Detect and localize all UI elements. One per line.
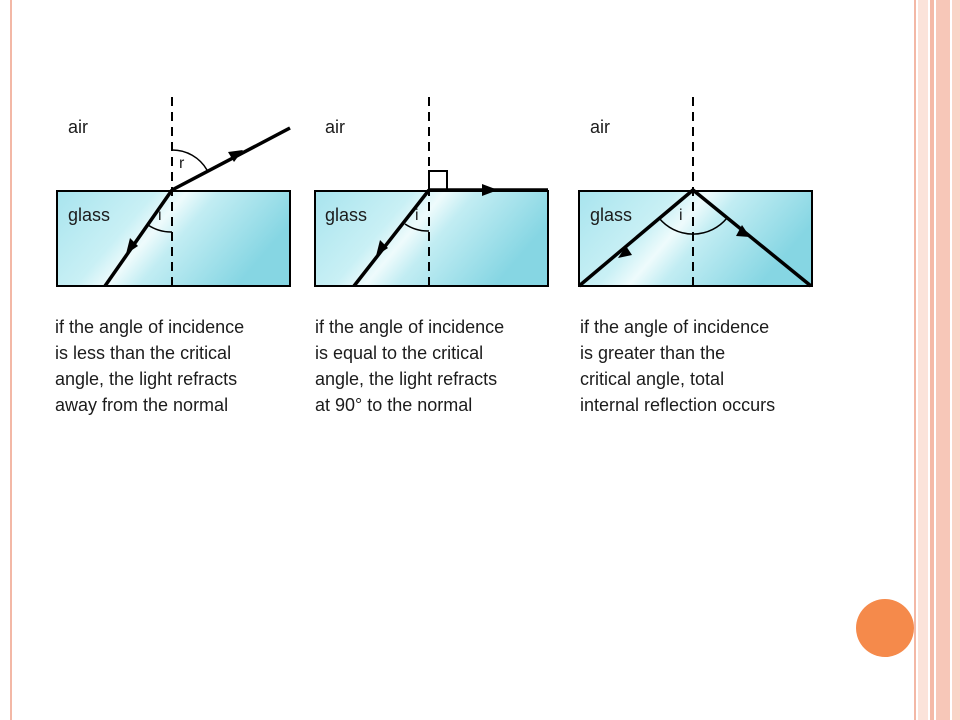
angle-i-arc (658, 217, 728, 235)
panel-greater-than-critical: air glass i (577, 97, 813, 288)
accent-circle (856, 599, 914, 657)
glass-label: glass (68, 205, 110, 225)
caption-line: at 90° to the normal (315, 395, 473, 415)
ray-arrow (618, 246, 632, 258)
reflected-ray (691, 188, 813, 288)
glass-block (314, 190, 549, 287)
ray-arrow (482, 184, 498, 196)
decor-stripe (930, 0, 934, 720)
caption-less-than-critical: if the angle of incidence is less than t… (55, 314, 244, 418)
angle-i-label: i (158, 207, 162, 224)
caption-line: internal reflection occurs (580, 395, 776, 415)
caption-line: if the angle of incidence (580, 317, 770, 337)
ray-arrow (228, 150, 243, 162)
air-label: air (325, 117, 345, 137)
incident-ray (577, 188, 695, 288)
incident-ray (103, 188, 174, 288)
glass-block (578, 190, 813, 287)
refracted-ray (171, 126, 291, 192)
glass-label: glass (590, 205, 632, 225)
ray-arrow (376, 240, 388, 256)
caption-line: is equal to the critical (315, 343, 484, 363)
air-label: air (68, 117, 88, 137)
caption-line: is greater than the (580, 343, 726, 363)
caption-line: if the angle of incidence (55, 317, 245, 337)
decor-stripe (952, 0, 960, 720)
caption-greater-than-critical: if the angle of incidence is greater tha… (580, 314, 775, 418)
right-angle-marker (428, 170, 448, 191)
angle-r-arc (171, 149, 208, 171)
decor-stripe (936, 0, 950, 720)
air-label: air (590, 117, 610, 137)
angle-r-label: r (179, 155, 185, 172)
slide-frame (10, 0, 916, 720)
incident-ray (352, 188, 431, 288)
angle-i-label: i (679, 207, 683, 224)
caption-line: away from the normal (55, 395, 229, 415)
panel-equal-to-critical: air glass i (314, 97, 549, 288)
caption-line: if the angle of incidence (315, 317, 505, 337)
caption-line: is less than the critical (55, 343, 232, 363)
ray-arrow (736, 225, 750, 237)
caption-line: angle, the light refracts (315, 369, 498, 389)
angle-i-arc (404, 223, 430, 232)
caption-line: angle, the light refracts (55, 369, 238, 389)
caption-line: critical angle, total (580, 369, 725, 389)
ray-arrow (126, 238, 138, 254)
angle-i-arc (147, 224, 173, 233)
glass-label: glass (325, 205, 367, 225)
decor-stripe (918, 0, 928, 720)
caption-equal-to-critical: if the angle of incidence is equal to th… (315, 314, 504, 418)
panel-less-than-critical: air glass i r (56, 97, 291, 288)
angle-i-label: i (415, 207, 419, 224)
